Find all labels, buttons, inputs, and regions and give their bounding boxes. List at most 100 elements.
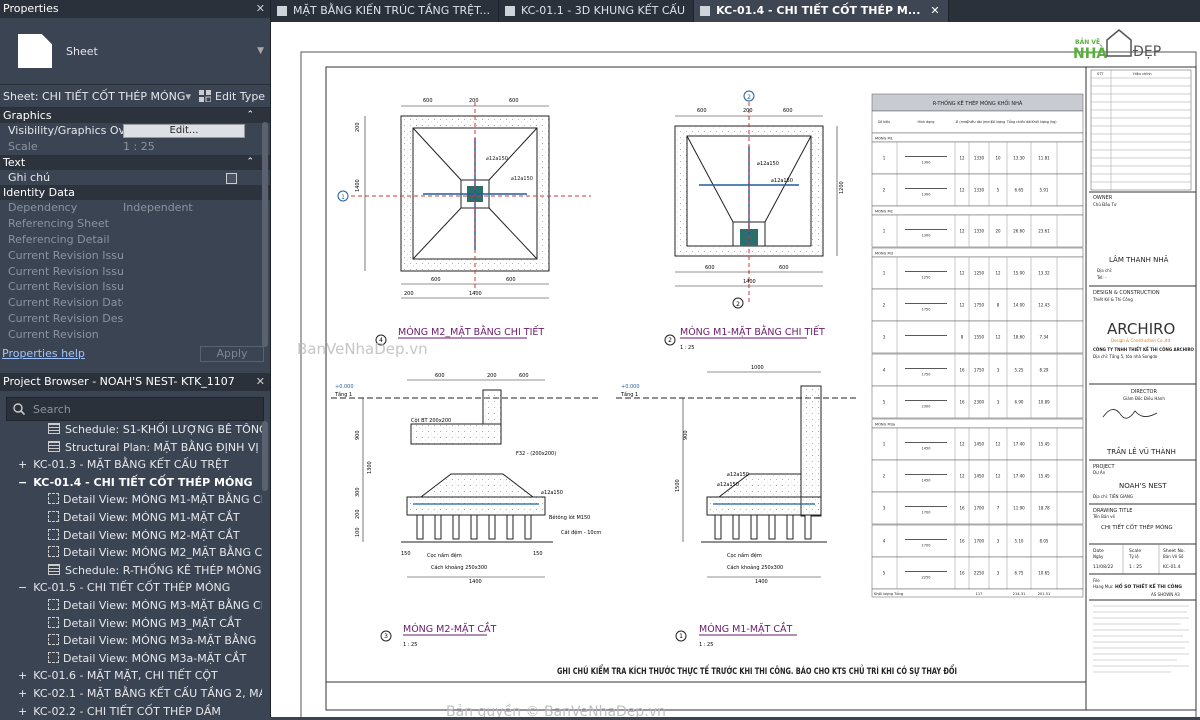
dim-text: 600 xyxy=(506,277,516,283)
dim-text: 1500 xyxy=(675,479,681,492)
tab-label: KC-01.4 - CHI TIẾT CỐT THÉP M... xyxy=(716,0,920,22)
collapse-icon[interactable]: ⌃ xyxy=(246,108,254,123)
tab-floor-plan[interactable]: MẶT BẰNG KIẾN TRÚC TẦNG TRỆT... xyxy=(271,0,499,22)
cell-text: 11.81 xyxy=(1038,156,1050,161)
tree-item[interactable]: Detail View: MÓNG M3-MẶT BẰNG CHI xyxy=(0,597,262,615)
collapse-icon[interactable]: − xyxy=(18,581,27,594)
dt-sub: Tên Bản vẽ xyxy=(1092,514,1116,519)
rev-header: Hiệu chỉnh xyxy=(1133,72,1152,76)
cell-text: 6.65 xyxy=(1015,188,1024,193)
tree-item-label: KC-02.1 - MẶT BẰNG KẾT CẤU TẦNG 2, MÁI xyxy=(33,687,262,700)
project-name: NOAH'S NEST xyxy=(1119,482,1167,490)
tree-item[interactable]: Detail View: MÓNG M2_MẶT BẰNG CHI xyxy=(0,544,262,562)
edit-type-button[interactable]: Edit Type xyxy=(199,90,265,103)
collapse-icon[interactable]: ⌃ xyxy=(246,155,254,170)
m2-plan-view[interactable]: 1 ⌀12a150 ⌀12a150 600 200 600 600 600 14… xyxy=(338,98,591,345)
sheet-icon xyxy=(505,6,515,16)
cell-text: 1450 xyxy=(974,474,985,479)
edit-visibility-button[interactable]: Edit... xyxy=(123,124,245,138)
group-graphics[interactable]: Graphics ⌃ xyxy=(0,108,270,123)
tree-item[interactable]: −KC-01.4 - CHI TIẾT CỐT THÉP MÓNG xyxy=(0,474,262,492)
tree-item[interactable]: Schedule: R-THỐNG KÊ THÉP MÓNG KH xyxy=(0,562,262,580)
cell-text: 12 xyxy=(959,303,965,308)
prop-value xyxy=(123,295,270,311)
scale-value: 1 : 25 xyxy=(1129,564,1142,570)
cell-text: 20 xyxy=(995,229,1001,234)
m1-plan-view[interactable]: 2 2 ⌀12a150 ⌀12a150 600 200 600 600 600 … xyxy=(665,91,845,351)
bar-label: ⌀12a150 xyxy=(727,472,749,478)
annotation: Cách khoảng 250x300 xyxy=(727,564,783,571)
brand-nha: NHÀ xyxy=(1073,45,1107,62)
properties-help-link[interactable]: Properties help xyxy=(2,347,85,360)
dim-text: 200 xyxy=(355,509,361,519)
cell-text: 2 xyxy=(883,188,886,193)
tree-item[interactable]: + KC-02.1 - MẶT BẰNG KẾT CẤU TẦNG 2, MÁI xyxy=(0,685,262,703)
tree-item[interactable]: Detail View: MÓNG M2-MẶT CẮT xyxy=(0,527,262,545)
cell-text: 3 xyxy=(883,506,886,511)
tree-item[interactable]: Structural Plan: MẶT BẰNG ĐỊNH VỊ MÓ xyxy=(0,439,262,457)
collapse-icon[interactable]: − xyxy=(18,476,27,489)
cell-text: 12 xyxy=(959,229,965,234)
cell-text: 4 xyxy=(883,368,886,373)
tab-foundation-sheet[interactable]: KC-01.4 - CHI TIẾT CỐT THÉP M... ✕ xyxy=(694,0,949,22)
tree-item[interactable]: Detail View: MÓNG M3a-MẶT CẮT xyxy=(0,650,262,668)
tree-item[interactable]: +KC-02.2 - CHI TIẾT CỐT THÉP DẦM xyxy=(0,703,262,720)
brand-logo: BẢN VẼ NHÀ ĐẸP xyxy=(1073,30,1161,62)
file-value: HỒ SƠ THIẾT KẾ THI CÔNG xyxy=(1115,581,1182,590)
project-sub: Dự Án xyxy=(1093,470,1106,475)
type-selector[interactable]: Sheet ▼ xyxy=(0,18,270,85)
cell-text: 1 xyxy=(883,229,886,234)
total-qty: 117 xyxy=(976,592,983,596)
schedule-icon xyxy=(48,441,60,452)
tree-item[interactable]: Detail View: MÓNG M1-MẶT CẮT xyxy=(0,509,262,527)
search-box[interactable]: Search xyxy=(6,397,264,421)
cell-text: 12 xyxy=(959,474,965,479)
prop-identity-row: Referencing Sheet xyxy=(0,216,270,232)
cell-text: 6.90 xyxy=(1015,400,1024,405)
prop-identity-row: Current Revision Desc... xyxy=(0,311,270,327)
properties-scrollbar[interactable] xyxy=(262,122,268,347)
close-icon[interactable]: ✕ xyxy=(256,373,265,391)
chevron-down-icon[interactable]: ▼ xyxy=(257,46,264,56)
group-row xyxy=(872,133,1083,142)
tree-item[interactable]: Detail View: MÓNG M1-MẶT BẰNG CHI xyxy=(0,491,262,509)
close-icon[interactable]: ✕ xyxy=(256,0,265,18)
sheet-selector[interactable]: Sheet: CHI TIẾT CỐT THÉP MÓNG xyxy=(3,90,193,103)
cell-text: 12 xyxy=(995,335,1001,340)
dim-text: 600 xyxy=(423,98,433,104)
dim-text: 1400 xyxy=(469,579,482,585)
tree-item[interactable]: −KC-01.5 - CHI TIẾT CỐT THÉP MÓNG xyxy=(0,579,262,597)
tree-item[interactable]: +KC-01.6 - MẶT MẶT, CHI TIẾT CỘT xyxy=(0,667,262,685)
group-identity[interactable]: Identity Data xyxy=(0,185,270,200)
apply-button[interactable]: Apply xyxy=(200,346,264,362)
note-checkbox[interactable] xyxy=(226,173,237,184)
m1-section-view[interactable]: +0.000 Tầng 1 ⌀12a150 ⌀12a150 Cọc nấm đệ… xyxy=(616,365,856,648)
expand-icon[interactable]: + xyxy=(18,705,27,718)
cell-text: 1330 xyxy=(974,188,985,193)
tree-item[interactable]: +KC-01.3 - MẶT BẰNG KẾT CẤU TRỆT xyxy=(0,456,262,474)
edit-type-icon xyxy=(199,90,211,102)
prop-value xyxy=(123,279,270,295)
schedule-icon xyxy=(48,423,60,434)
prop-value xyxy=(123,311,270,327)
close-tab-icon[interactable]: ✕ xyxy=(930,0,939,22)
cell-text: 12.43 xyxy=(1038,303,1050,308)
column-header: Chiều dài (mm) xyxy=(966,120,992,124)
m2-section-view[interactable]: +0.000 Tầng 1 Cột BT 200x200 F32 - (200x… xyxy=(331,373,601,648)
group-label: MÓNG M3 xyxy=(875,251,893,256)
tree-item[interactable]: Detail View: MÓNG M3a-MẶT BẰNG xyxy=(0,632,262,650)
expand-icon[interactable]: + xyxy=(18,458,27,471)
tree-item[interactable]: Detail View: MÓNG M3_MẶT CẮT xyxy=(0,615,262,633)
tab-3d-frame[interactable]: KC-01.1 - 3D KHUNG KẾT CẤU xyxy=(499,0,694,22)
instance-row: Sheet: CHI TIẾT CỐT THÉP MÓNG Edit Type xyxy=(0,85,270,108)
group-text[interactable]: Text ⌃ xyxy=(0,155,270,170)
annotation: Cọc nấm đệm xyxy=(427,552,462,559)
tree-item-label: Detail View: MÓNG M1-MẶT BẰNG CHI xyxy=(63,493,262,506)
expand-icon[interactable]: + xyxy=(18,669,27,682)
prop-key: Visibility/Graphics Ov... xyxy=(8,123,123,139)
expand-icon[interactable]: + xyxy=(18,687,27,700)
drawing-canvas[interactable]: 1 ⌀12a150 ⌀12a150 600 200 600 600 600 14… xyxy=(271,22,1200,717)
browser-scrollbar[interactable] xyxy=(262,421,268,491)
tree-item[interactable]: Schedule: S1-KHỐI LƯỢNG BÊ TÔNG MÓ xyxy=(0,421,262,439)
